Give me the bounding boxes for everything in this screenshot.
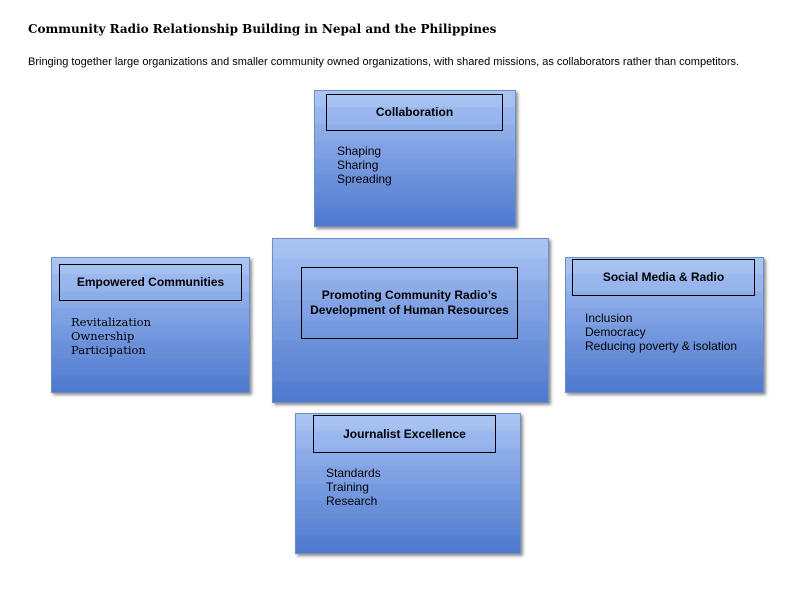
social-media-radio-label: Social Media & Radio <box>572 259 755 296</box>
social-media-radio-items: Inclusion Democracy Reducing poverty & i… <box>585 311 737 353</box>
list-item: Revitalization <box>71 315 152 329</box>
list-item: Shaping <box>337 144 382 158</box>
center-box: Promoting Community Radio’s Development … <box>272 238 549 403</box>
center-label-line2: Development of Human Resources <box>310 303 509 317</box>
list-item: Reducing poverty & isolation <box>585 339 738 353</box>
center-label: Promoting Community Radio’s Development … <box>301 267 518 339</box>
list-item: Ownership <box>71 329 135 343</box>
list-item: Democracy <box>585 325 646 339</box>
collaboration-label: Collaboration <box>326 94 503 131</box>
list-item: Spreading <box>337 172 392 186</box>
page-subtitle: Bringing together large organizations an… <box>28 56 740 68</box>
list-item: Standards <box>326 466 381 480</box>
list-item: Participation <box>71 343 146 357</box>
journalist-excellence-box: Journalist Excellence Standards Training… <box>295 413 521 554</box>
center-label-line1: Promoting Community Radio’s <box>321 288 498 302</box>
list-item: Research <box>326 494 378 508</box>
list-item: Inclusion <box>585 311 633 325</box>
collaboration-box: Collaboration Shaping Sharing Spreading <box>314 90 516 227</box>
journalist-excellence-items: Standards Training Research <box>326 466 381 508</box>
journalist-excellence-label: Journalist Excellence <box>313 415 496 453</box>
empowered-communities-label: Empowered Communities <box>59 264 242 301</box>
collaboration-items: Shaping Sharing Spreading <box>337 144 392 186</box>
page-title: Community Radio Relationship Building in… <box>28 22 497 36</box>
social-media-radio-box: Social Media & Radio Inclusion Democracy… <box>565 257 764 393</box>
list-item: Sharing <box>337 158 379 172</box>
list-item: Training <box>326 480 369 494</box>
empowered-communities-box: Empowered Communities Revitalization Own… <box>51 257 250 393</box>
empowered-communities-items: Revitalization Ownership Participation <box>71 315 151 357</box>
